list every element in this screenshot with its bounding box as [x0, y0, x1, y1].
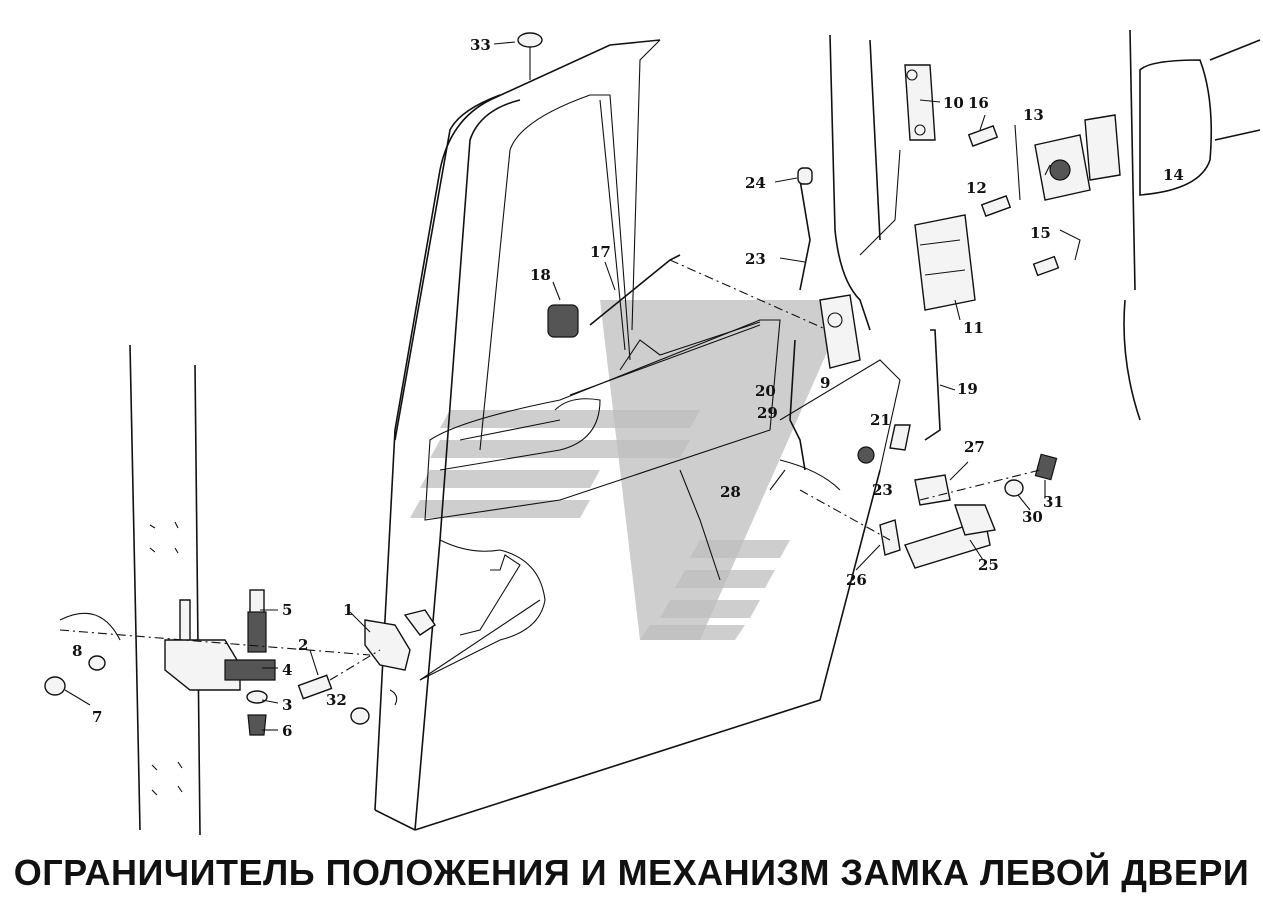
callout-11: 11	[963, 319, 984, 337]
lock-mechanism	[819, 64, 1121, 369]
callout-15: 15	[1030, 224, 1051, 242]
callout-28: 28	[720, 483, 741, 501]
diagram-caption: ОГРАНИЧИТЕЛЬ ПОЛОЖЕНИЯ И МЕХАНИЗМ ЗАМКА …	[13, 852, 1250, 893]
callout-3: 3	[282, 696, 292, 714]
watermark-logo	[410, 300, 850, 640]
callout-7: 7	[92, 708, 102, 726]
callout-27: 27	[964, 438, 985, 456]
callout-23-upper: 23	[745, 250, 766, 268]
callout-16: 16	[968, 94, 989, 112]
callout-24: 24	[745, 174, 766, 192]
callout-13: 13	[1023, 106, 1044, 124]
callout-18: 18	[530, 266, 551, 284]
leader-lines	[64, 41, 1051, 731]
callout-10: 10	[943, 94, 964, 112]
callout-5: 5	[282, 601, 292, 619]
callout-labels: 1 2 3 4 5 6 7 8 9 10 11 12 13 14 15 16 1…	[72, 36, 1184, 740]
callout-14: 14	[1163, 166, 1184, 184]
callout-23-lower: 23	[872, 481, 893, 499]
callout-30: 30	[1022, 508, 1043, 526]
callout-29: 29	[757, 404, 778, 422]
door-pillar-left	[59, 344, 201, 836]
callout-9: 9	[820, 374, 830, 392]
callout-32: 32	[326, 691, 347, 709]
callout-1: 1	[343, 601, 353, 619]
callout-19: 19	[957, 380, 978, 398]
callout-17: 17	[590, 243, 611, 261]
body-pillar-right	[829, 29, 1261, 421]
callout-4: 4	[282, 661, 292, 679]
outside-handle	[769, 424, 1058, 569]
callout-2: 2	[298, 636, 308, 654]
callout-33: 33	[470, 36, 491, 54]
callout-20: 20	[755, 382, 776, 400]
callout-21: 21	[870, 411, 891, 429]
callout-12: 12	[966, 179, 987, 197]
callout-6: 6	[282, 722, 292, 740]
callout-25: 25	[978, 556, 999, 574]
door-panel	[374, 39, 901, 831]
hinge-assembly	[44, 589, 411, 736]
rods-and-inside-handle	[403, 167, 941, 636]
callout-8: 8	[72, 642, 82, 660]
callout-26: 26	[846, 571, 867, 589]
window-cap-33	[517, 32, 543, 80]
callout-31: 31	[1043, 493, 1064, 511]
